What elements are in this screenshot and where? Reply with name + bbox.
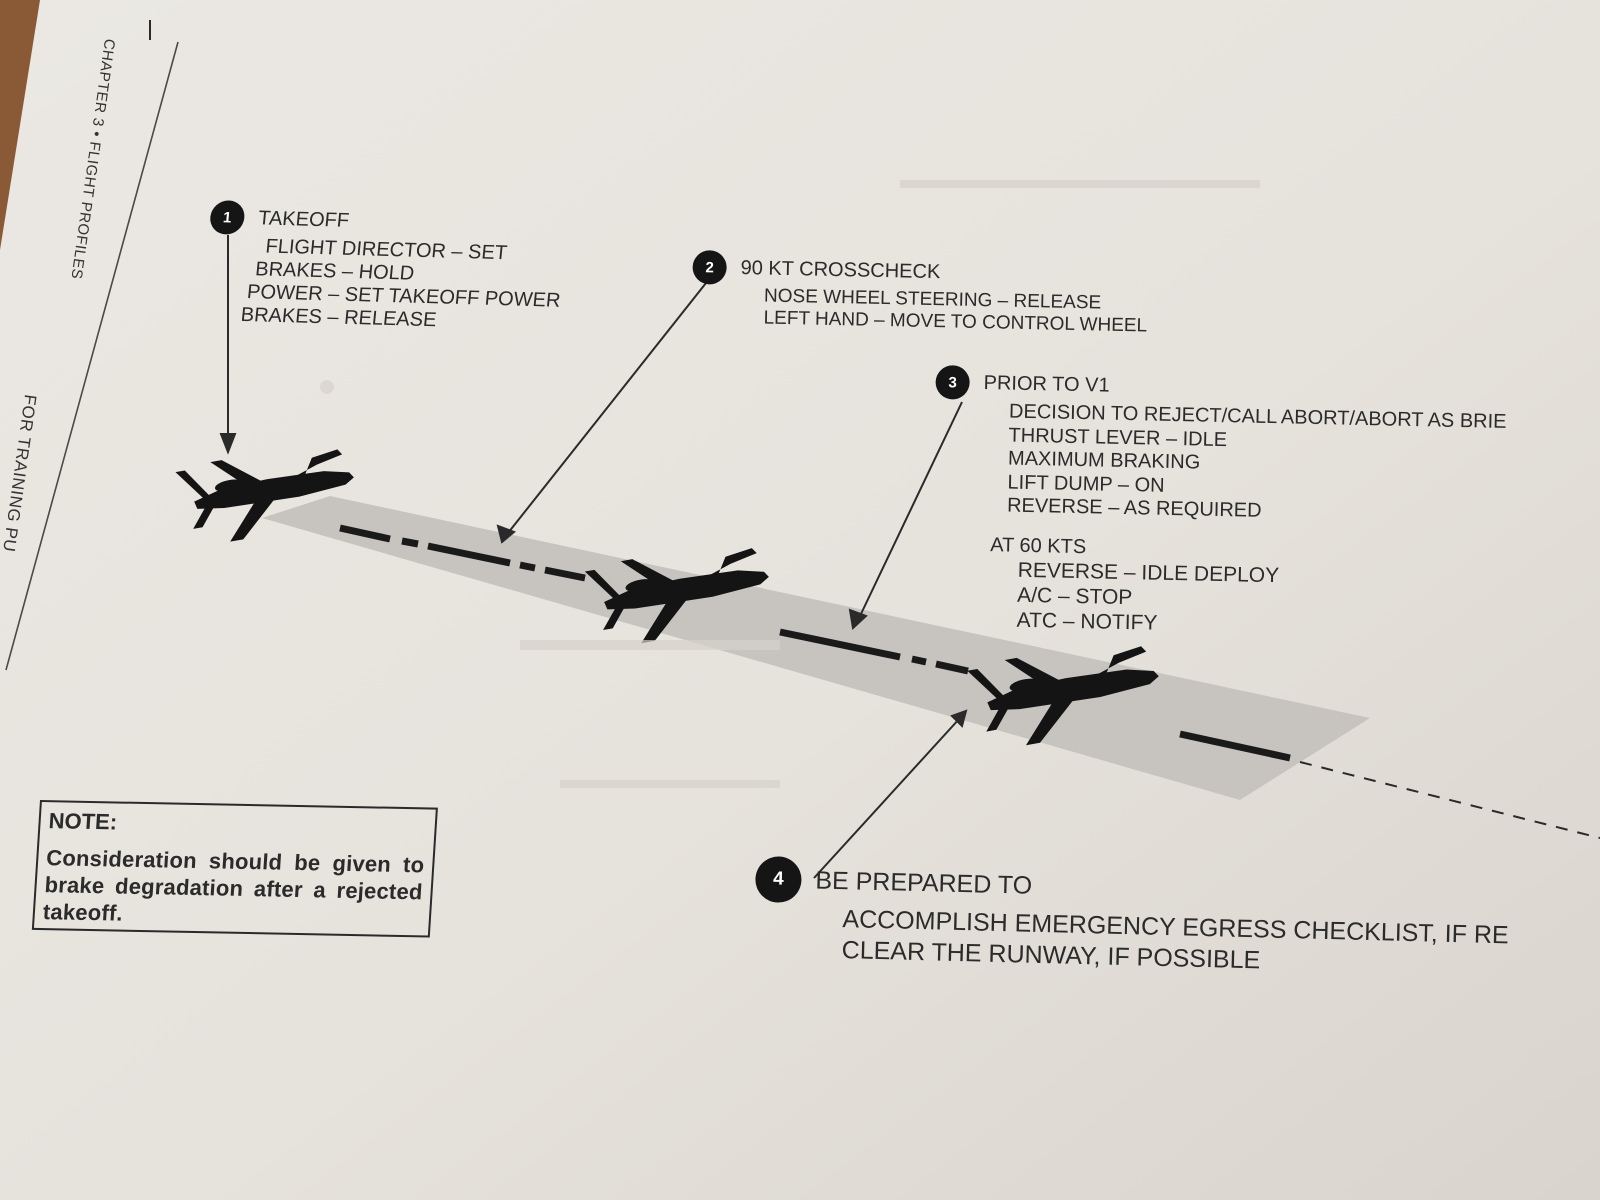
centerline-dash bbox=[544, 566, 586, 582]
step-2-number-badge: 2 bbox=[692, 250, 727, 285]
step-3-title: PRIOR TO V1 bbox=[983, 371, 1110, 397]
step-1-title: TAKEOFF bbox=[257, 206, 351, 232]
step-3-number-badge: 3 bbox=[935, 365, 970, 400]
runway-band bbox=[262, 496, 1370, 800]
step-4-title: BE PREPARED TO bbox=[815, 865, 1033, 900]
bleed-through-marks bbox=[320, 180, 1260, 788]
centerline-dash bbox=[935, 660, 969, 675]
centerline-dash bbox=[519, 561, 536, 572]
note-box: NOTE: Consideration should be given to b… bbox=[31, 800, 438, 938]
centerline-dash bbox=[401, 537, 419, 548]
note-text: Consideration should be given to brake d… bbox=[42, 845, 426, 926]
step-3-block: 3 PRIOR TO V1 DECISION TO REJECT/CALL AB… bbox=[930, 365, 1507, 642]
arrowhead-4 bbox=[950, 709, 968, 728]
step-4-number-badge: 4 bbox=[754, 856, 802, 904]
step-4-block: 4 BE PREPARED TO ACCOMPLISH EMERGENCY EG… bbox=[753, 856, 1510, 982]
overrun-dashed-line bbox=[1299, 761, 1600, 839]
step-2-title: 90 KT CROSSCHECK bbox=[740, 256, 941, 283]
centerline-dash bbox=[1179, 730, 1291, 762]
centerline-dash bbox=[911, 655, 927, 666]
leader-arrow-2 bbox=[507, 282, 707, 534]
arrowhead-3 bbox=[848, 608, 868, 630]
centerline-dash bbox=[779, 628, 901, 661]
note-title: NOTE: bbox=[47, 808, 118, 835]
centerline-dash bbox=[427, 542, 511, 567]
centerline-dash bbox=[339, 524, 391, 543]
step-1-number-badge: 1 bbox=[208, 200, 246, 235]
arrowhead-2 bbox=[496, 524, 516, 544]
step-2-block: 2 90 KT CROSSCHECK NOSE WHEEL STEERING –… bbox=[691, 250, 1148, 338]
margin-rule bbox=[5, 41, 179, 671]
runway-centerline bbox=[339, 524, 1291, 762]
leader-arrow-3 bbox=[859, 401, 963, 617]
step-1-block: 1 TAKEOFF FLIGHT DIRECTOR – SET BRAKES –… bbox=[200, 200, 570, 336]
arrowhead-1 bbox=[219, 433, 237, 455]
leader-arrow-4 bbox=[813, 717, 961, 879]
